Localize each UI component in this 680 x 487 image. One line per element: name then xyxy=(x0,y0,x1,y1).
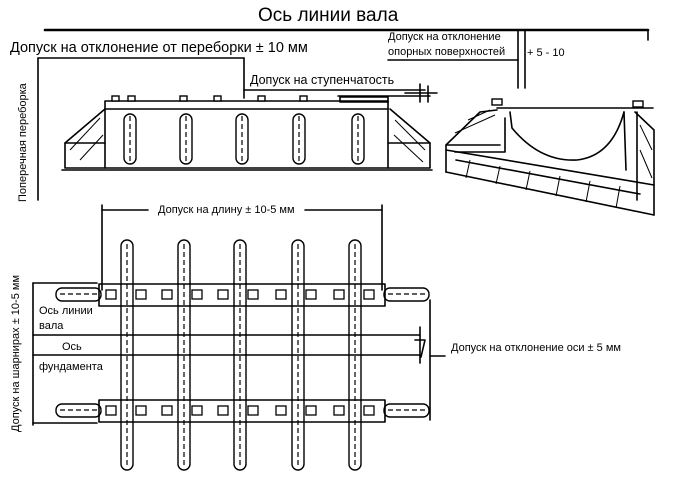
support-tolerance-value: + 5 - 10 xyxy=(527,47,565,59)
side-view-bolts xyxy=(123,113,365,165)
axis-deviation-tolerance-label: Допуск на отклонение оси ± 5 мм xyxy=(451,342,621,354)
step-tolerance-label: Допуск на ступенчатость xyxy=(250,73,394,87)
shaft-axis-label-line1: Ось линии xyxy=(39,305,93,317)
bulkhead-tolerance-label: Допуск на отклонение от переборки ± 10 м… xyxy=(10,40,308,56)
shaft-axis-label-line2: вала xyxy=(39,320,64,332)
support-tolerance-label-line1: Допуск на отклонение xyxy=(388,31,501,43)
foundation-plan-view: Допуск на длину ± 10-5 мм Допуск на шарн… xyxy=(10,204,621,471)
length-tolerance-label: Допуск на длину ± 10-5 мм xyxy=(158,204,295,216)
support-tolerance-label-line2: опорных поверхностей xyxy=(388,46,505,58)
top-bar-bolt-squares xyxy=(105,289,375,300)
transverse-bulkhead-label: Поперечная переборка xyxy=(17,82,29,202)
hinge-tolerance-label: Допуск на шарнирах ± 10-5 мм xyxy=(10,275,22,432)
foundation-side-view: Допуск на ступенчатость xyxy=(61,73,438,171)
foundation-cross-section: Допуск на отклонение опорных поверхносте… xyxy=(387,29,655,216)
foundation-axis-label-line1: Ось xyxy=(62,341,82,353)
bottom-bar-bolt-squares xyxy=(105,405,375,416)
foundation-axis-label-line2: фундамента xyxy=(39,361,104,373)
diagram-title: Ось линии вала xyxy=(258,5,399,26)
